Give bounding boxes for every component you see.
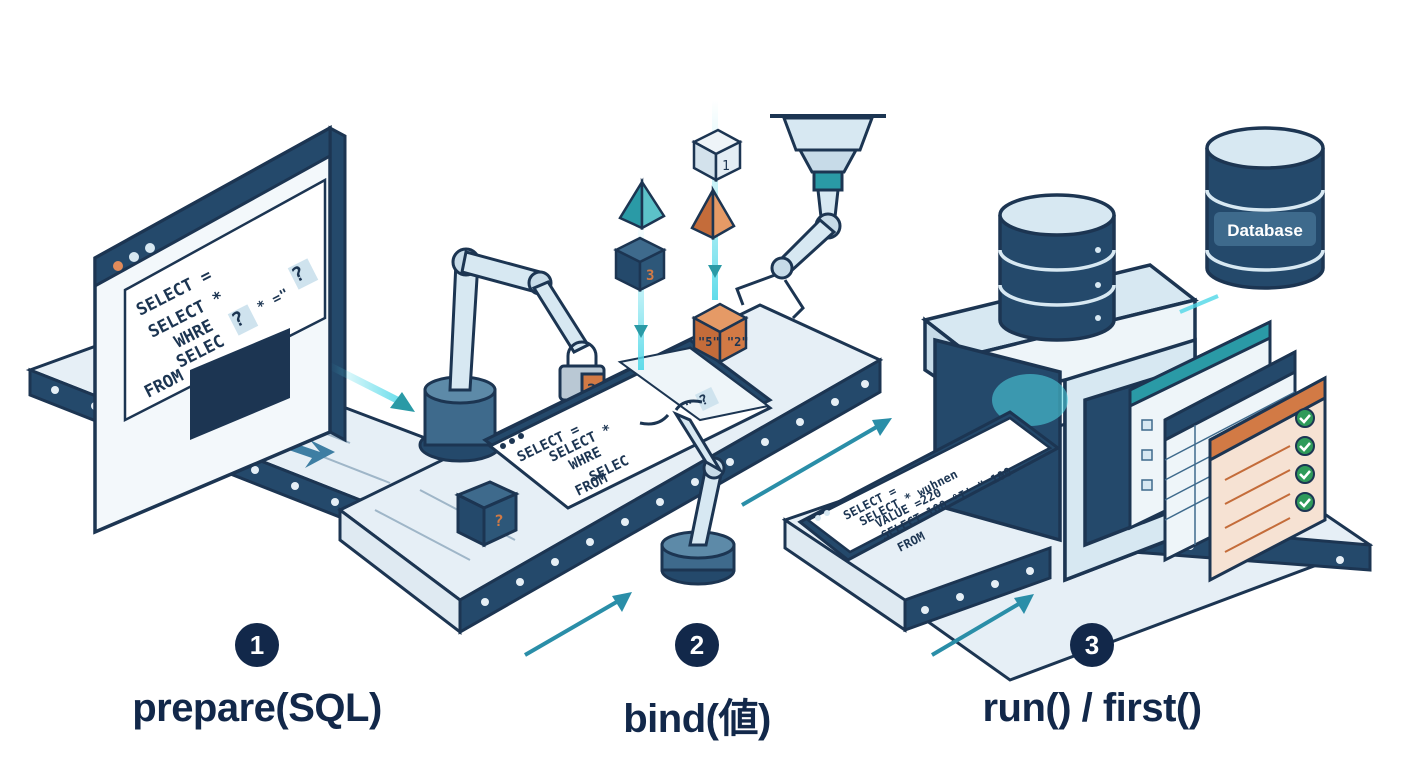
database-icon	[1205, 126, 1325, 290]
step-2-badge: 2	[675, 623, 719, 667]
cube-label: 3	[646, 268, 654, 284]
check-icon	[1295, 408, 1315, 512]
database-label: Database	[1227, 221, 1303, 240]
value-cube-orange	[691, 302, 749, 365]
step-2-label: bind(値)	[623, 697, 771, 741]
orange-pyramid-icon	[690, 185, 736, 241]
window-dot-icon	[113, 261, 123, 271]
machine-database-icon	[998, 193, 1116, 342]
teal-pyramid-icon	[618, 177, 666, 231]
placeholder-cube	[454, 480, 520, 548]
cube-label: 1	[722, 159, 730, 174]
sql-panel-2	[482, 338, 773, 510]
value-cube-3	[613, 236, 667, 293]
belt-arrow-icon	[523, 418, 892, 657]
flow-arrow-1	[326, 362, 415, 412]
belt-arrow-icon	[930, 594, 1034, 657]
robot-arm-ceiling	[735, 114, 886, 320]
sql-window-1	[93, 125, 347, 535]
step-3-label: run() / first()	[982, 686, 1202, 730]
sql-panel-3	[797, 410, 1061, 562]
robot-arm-bottom	[639, 399, 736, 586]
window-dot-icon	[129, 252, 139, 262]
robot-arm-left	[418, 247, 591, 463]
cube-label: ?	[494, 511, 504, 530]
step-1-label: prepare(SQL)	[132, 686, 382, 730]
result-sheet-front	[1208, 375, 1327, 583]
database-link	[1179, 294, 1219, 314]
step-1-badge: 1	[235, 623, 279, 667]
window-dot-icon	[145, 243, 155, 253]
cube-label: "5" "2"	[698, 335, 749, 349]
step-3-badge: 3	[1070, 623, 1114, 667]
value-cube-1	[691, 128, 743, 183]
